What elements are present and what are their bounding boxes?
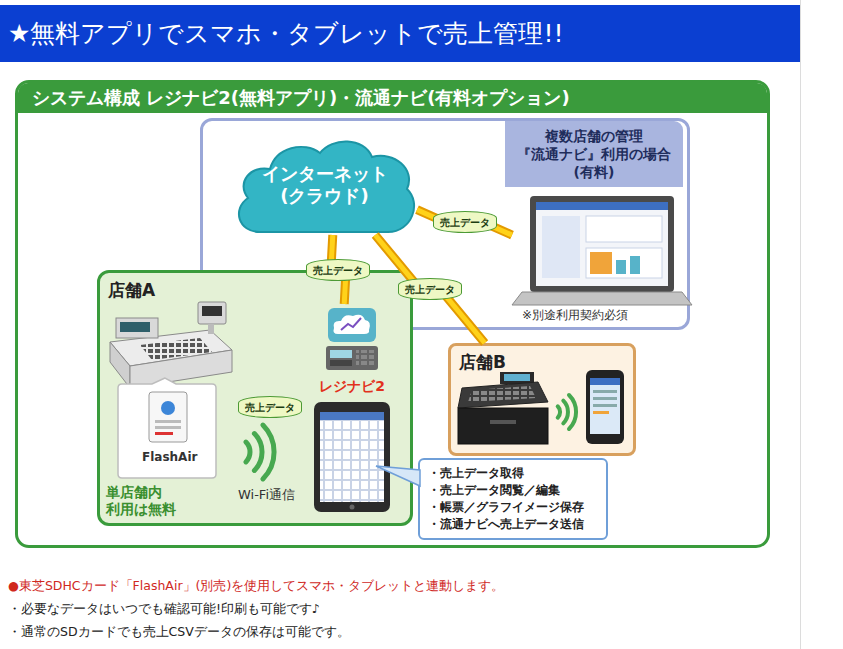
screen-panel (586, 248, 662, 278)
laptop-screen (536, 202, 668, 286)
customer-display (198, 302, 226, 324)
phone-row (593, 404, 617, 407)
data-cylinder: 売上データ (433, 211, 497, 233)
phone-row (593, 411, 609, 414)
cloud-outline (239, 141, 414, 232)
screen-bar (616, 260, 626, 274)
wifi-arc (254, 434, 262, 471)
feature-callout: ・売上データ取得・売上データ閲覧／編集・帳票／グラフイメージ保存・流通ナビへ売上… (418, 458, 608, 540)
tablet-screen (320, 412, 384, 502)
wifi-arc (563, 401, 568, 424)
wifi-arc (263, 425, 274, 479)
feature-item: ・流通ナビへ売上データ送信 (428, 516, 598, 533)
register-keypad (140, 338, 212, 360)
card-print (155, 432, 173, 435)
screen-header (536, 202, 668, 210)
feature-item: ・売上データ閲覧／編集 (428, 482, 598, 499)
screen-panel (586, 216, 662, 242)
page-title: ★無料アプリでスマホ・タブレットで売上管理!! (0, 5, 800, 62)
wifi-arc (569, 395, 576, 429)
register-side (110, 342, 130, 388)
app-cloud (334, 315, 370, 334)
register-display (120, 322, 150, 332)
lightning-connector (417, 210, 512, 235)
screen-bar (630, 256, 640, 274)
app-register (326, 346, 378, 370)
data-cylinder: 売上データ (306, 259, 370, 281)
card-print (155, 420, 181, 423)
header-bar: ★無料アプリでスマホ・タブレットで売上管理!! (0, 5, 800, 62)
tablet-button (350, 505, 355, 510)
wifi-arc (558, 406, 560, 417)
card-print (155, 426, 181, 429)
app-icon (328, 308, 376, 342)
frame-title: システム構成 レジナビ2(無料アプリ)・流通ナビ(有料オプション) (18, 83, 767, 113)
contract-note: ※別途利用契約必須 (522, 308, 628, 322)
app-register-drawer (330, 360, 352, 366)
card-callout (118, 378, 216, 478)
region-heading: 複数店舗の管理 『流通ナビ』利用の場合 (有料) (505, 121, 683, 187)
note-line: ・通常のSDカードでも売上CSVデータの保存は可能です。 (8, 624, 350, 641)
register-drawer (458, 408, 548, 444)
register-display (500, 372, 534, 384)
cloud-node: インターネット (クラウド) (232, 135, 417, 235)
free-note: 単店舗内 利用は無料 (106, 484, 190, 518)
sd-card (149, 392, 187, 442)
feature-item: ・売上データ取得 (428, 465, 598, 482)
customer-display-screen (202, 306, 222, 316)
lightning-outline (417, 210, 512, 235)
app-register-keys (356, 350, 374, 366)
tablet-header (320, 412, 384, 420)
phone-row (593, 390, 617, 393)
phone-header (590, 378, 620, 385)
register-keypad (468, 386, 536, 402)
tablet (314, 402, 390, 512)
laptop-base (512, 292, 692, 305)
store-name: 店舗B (459, 351, 506, 374)
phone-screen (590, 378, 620, 434)
register-display-screen (504, 374, 530, 381)
smartphone (586, 370, 624, 444)
data-cylinder: 売上データ (398, 278, 462, 300)
lightning-outline (375, 235, 485, 343)
lightning-bolt (417, 210, 512, 235)
register-printer (116, 318, 158, 338)
phone-row (593, 397, 617, 400)
app-graph (341, 318, 361, 330)
wifi-label: Wi-Fi通信 (238, 486, 295, 504)
app-name: レジナビ2 (316, 378, 388, 396)
feature-item: ・帳票／グラフイメージ保存 (428, 499, 598, 516)
register-top (458, 382, 548, 408)
screen-sidebar (542, 216, 580, 278)
app-register-screen (330, 350, 352, 358)
page-edge-line (800, 0, 801, 649)
store-name: 店舗A (108, 279, 155, 302)
note-line: ・必要なデータはいつでも確認可能!印刷も可能です♪ (8, 601, 320, 618)
wifi-arc (246, 442, 250, 462)
note-line: ●東芝SDHCカード「FlashAir」(別売)を使用してスマホ・タブレットと連… (8, 578, 504, 595)
card-logo (161, 401, 175, 415)
lightning-bolt (375, 235, 485, 343)
data-cylinder: 売上データ (238, 396, 302, 418)
lightning-connector (375, 235, 485, 343)
callout-pointer (376, 466, 420, 486)
card-label: FlashAir (142, 450, 197, 464)
laptop-lid (530, 196, 674, 292)
drawer-handle (490, 420, 516, 424)
screen-chart (590, 252, 612, 274)
display-pole (208, 324, 214, 334)
cloud-label: インターネット (クラウド) (250, 163, 400, 207)
